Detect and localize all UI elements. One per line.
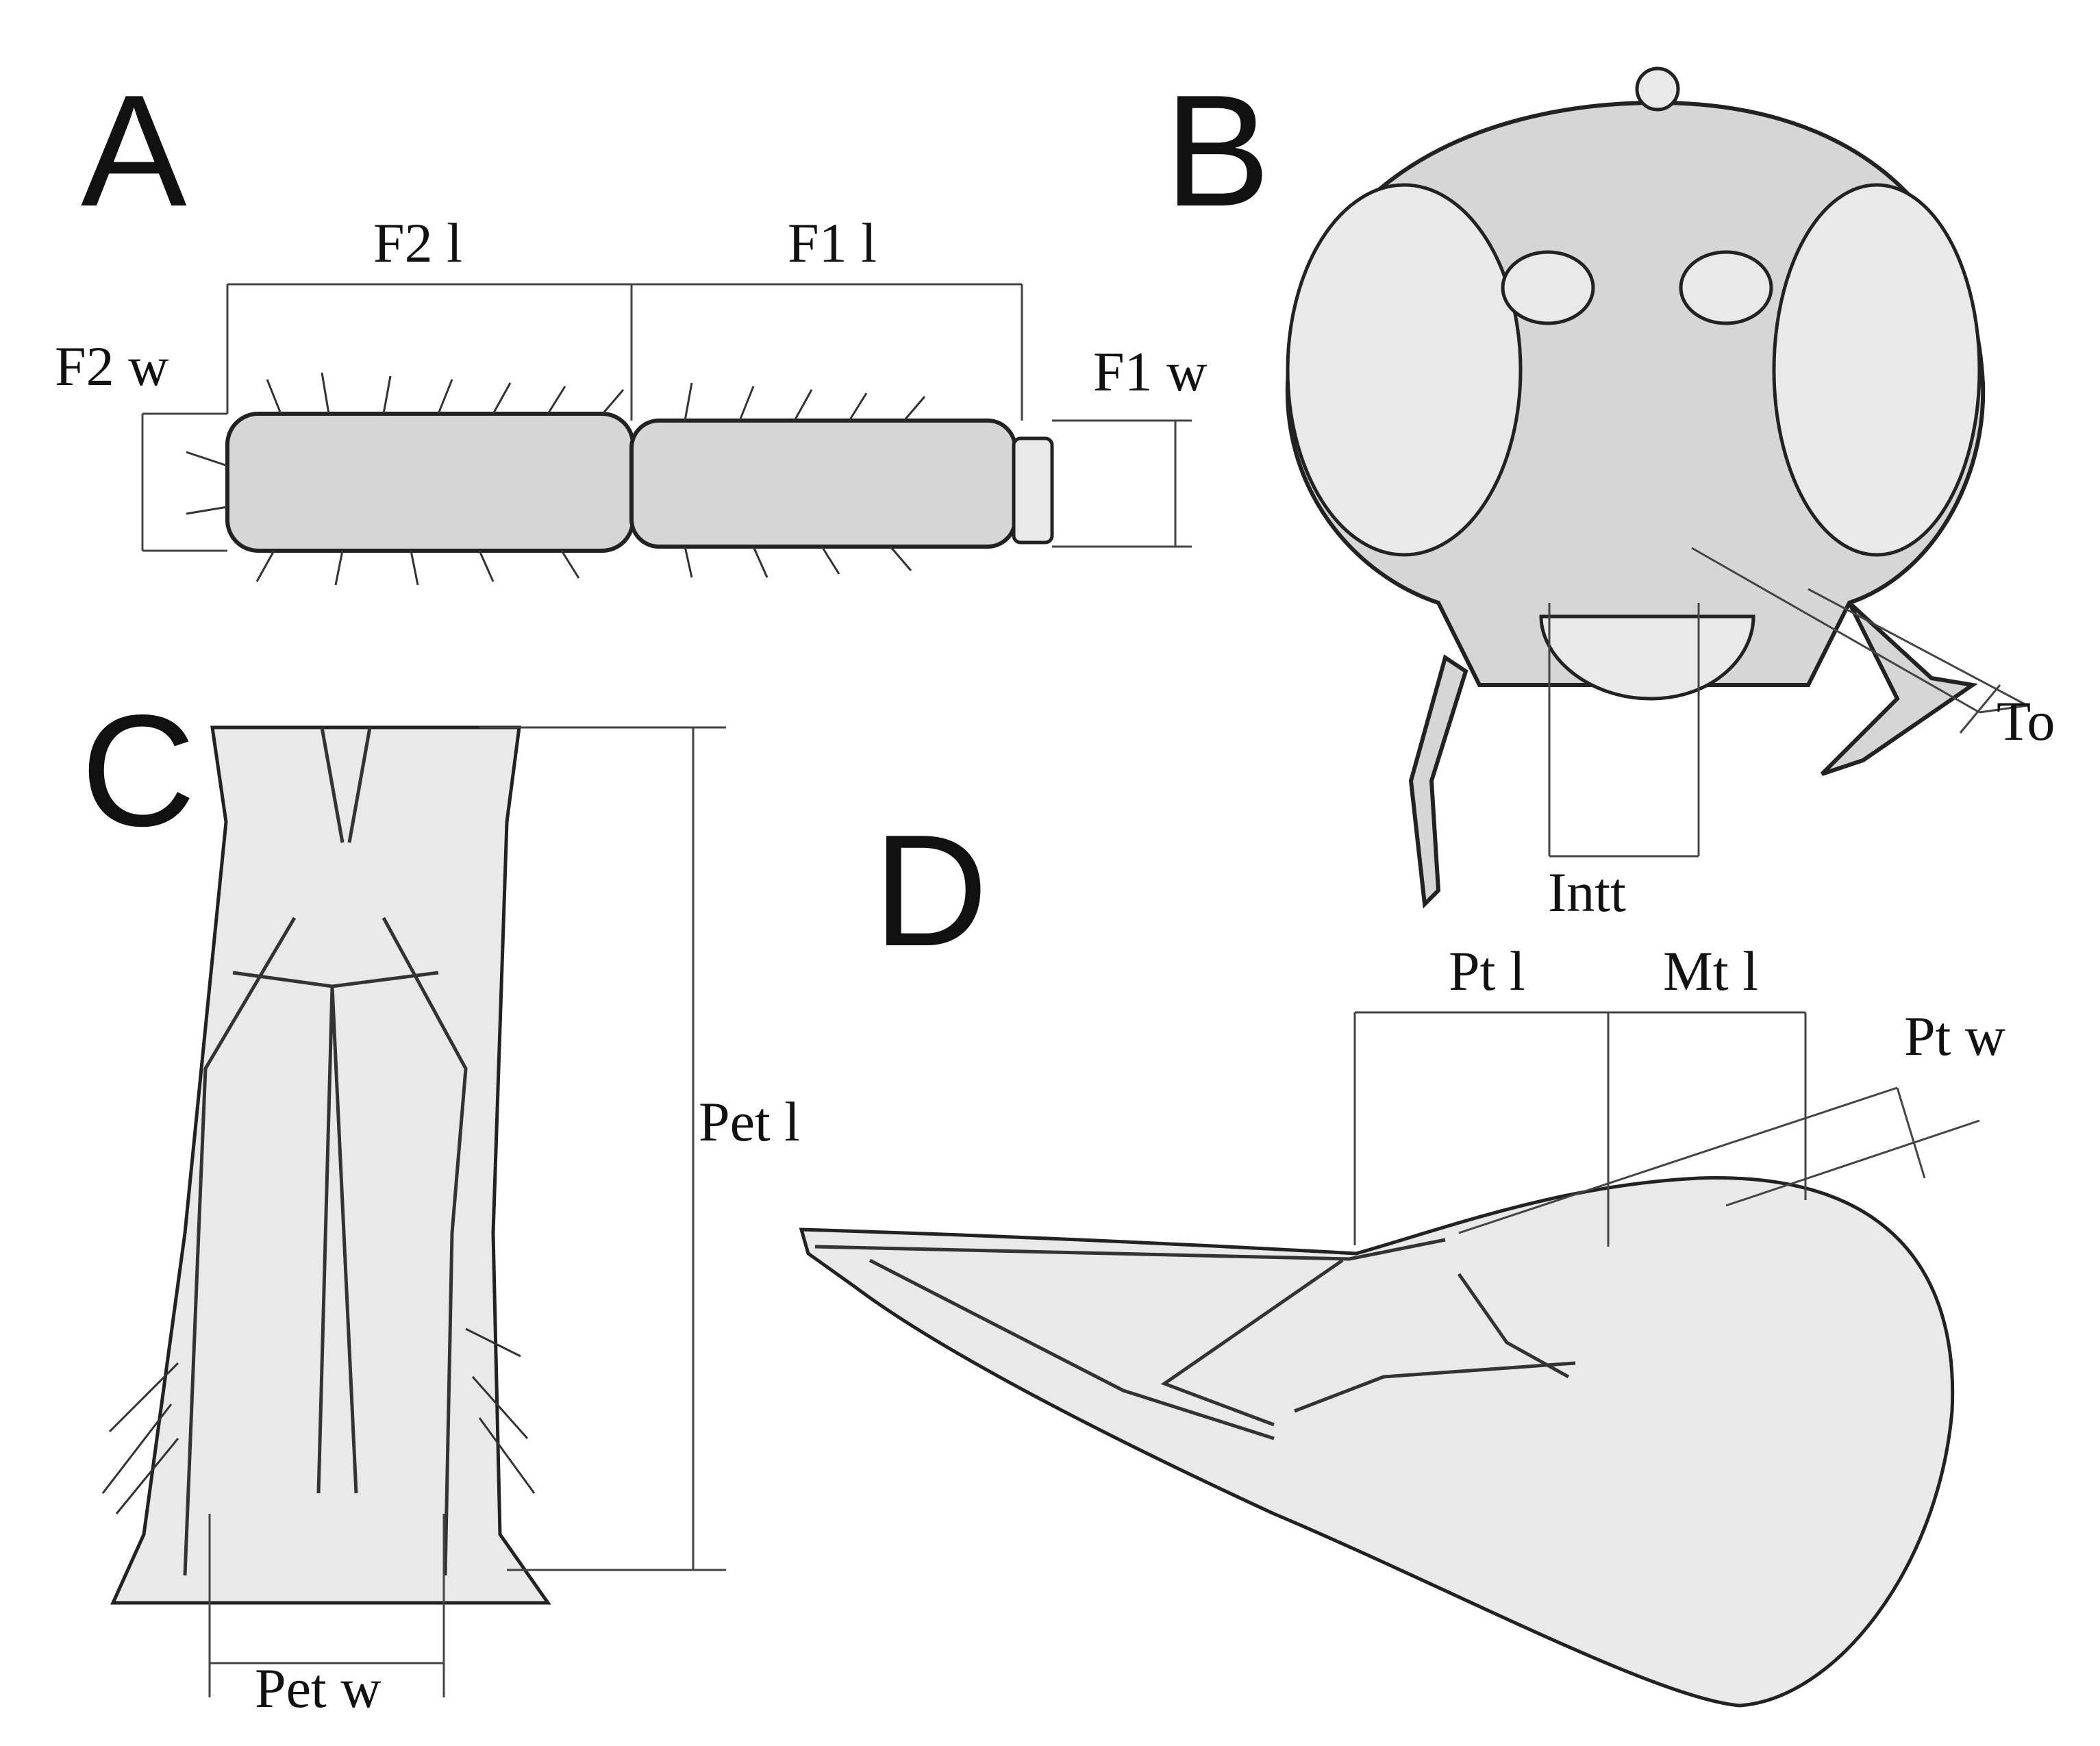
head-specimen bbox=[1285, 66, 1986, 909]
panel-d-letter: D bbox=[873, 802, 988, 980]
panel-b: B To Intt bbox=[1164, 62, 2055, 923]
label-pet-length: Pet l bbox=[699, 1090, 800, 1153]
palp-left bbox=[1408, 654, 1468, 909]
antennal-socket-left bbox=[1501, 250, 1595, 325]
compound-eye-right bbox=[1772, 183, 1982, 557]
petiole-width-bracket bbox=[208, 1514, 445, 1697]
torulus-distance-bracket bbox=[1691, 547, 2028, 734]
petiole-apex-notch bbox=[320, 727, 372, 843]
panel-c: C Pet l Pet w bbox=[81, 682, 800, 1719]
label-f2-width: F2 w bbox=[55, 335, 168, 397]
antennal-socket-right bbox=[1679, 250, 1773, 325]
label-f1-width: F1 w bbox=[1093, 340, 1207, 403]
label-intt: Intt bbox=[1548, 861, 1626, 923]
label-pt-length: Pt l bbox=[1449, 940, 1525, 1002]
label-f2-length: F2 l bbox=[373, 212, 462, 274]
label-to: To bbox=[1997, 690, 2055, 752]
petiole-lateral-carinae bbox=[183, 916, 468, 1576]
label-pet-width: Pet w bbox=[255, 1657, 382, 1719]
setae-a bbox=[186, 372, 926, 586]
flagellomere-1 bbox=[629, 419, 1017, 549]
ocellus bbox=[1635, 66, 1680, 112]
antenna-segments bbox=[186, 372, 1054, 586]
petiole-length-bracket bbox=[479, 726, 726, 1571]
label-f1-length: F1 l bbox=[788, 212, 877, 274]
wing-anal-vein bbox=[868, 1258, 1275, 1441]
flagellomere-2 bbox=[225, 412, 635, 553]
panel-b-letter: B bbox=[1164, 62, 1271, 240]
f1-width-bracket bbox=[1052, 419, 1192, 548]
mandibles bbox=[1539, 614, 1755, 701]
intertorular-bracket bbox=[1548, 603, 1700, 858]
petiole-outline bbox=[110, 725, 551, 1605]
panel-d: D Pt l Mt l Pt w bbox=[799, 802, 2005, 1708]
wing-membrane bbox=[799, 1176, 1955, 1708]
petiole-median-carina bbox=[316, 986, 358, 1494]
pterostigma-width-bracket bbox=[1458, 1086, 1980, 1234]
marginal-length-bracket bbox=[1607, 1011, 1807, 1247]
f2-width-bracket bbox=[141, 412, 227, 552]
wing-submarginal-vein bbox=[814, 1238, 1446, 1261]
panel-a: A F2 l F1 l F2 w F1 w bbox=[55, 62, 1207, 586]
wing-specimen bbox=[799, 1176, 1955, 1708]
segment-neck bbox=[1012, 436, 1054, 545]
palp-right bbox=[1820, 601, 1978, 776]
wing-radial-vein bbox=[1294, 1273, 1576, 1413]
f1-length-bracket bbox=[632, 283, 1023, 421]
compound-eye-left bbox=[1286, 183, 1523, 557]
setae-c bbox=[101, 1327, 536, 1514]
panel-c-letter: C bbox=[81, 682, 196, 860]
f2-length-bracket bbox=[226, 283, 633, 421]
panel-a-letter: A bbox=[81, 62, 187, 240]
label-mt-length: Mt l bbox=[1663, 940, 1758, 1002]
label-pt-width: Pt w bbox=[1904, 1005, 2005, 1067]
wing-basal-vein bbox=[1160, 1258, 1344, 1427]
petiole-specimen bbox=[101, 725, 551, 1605]
